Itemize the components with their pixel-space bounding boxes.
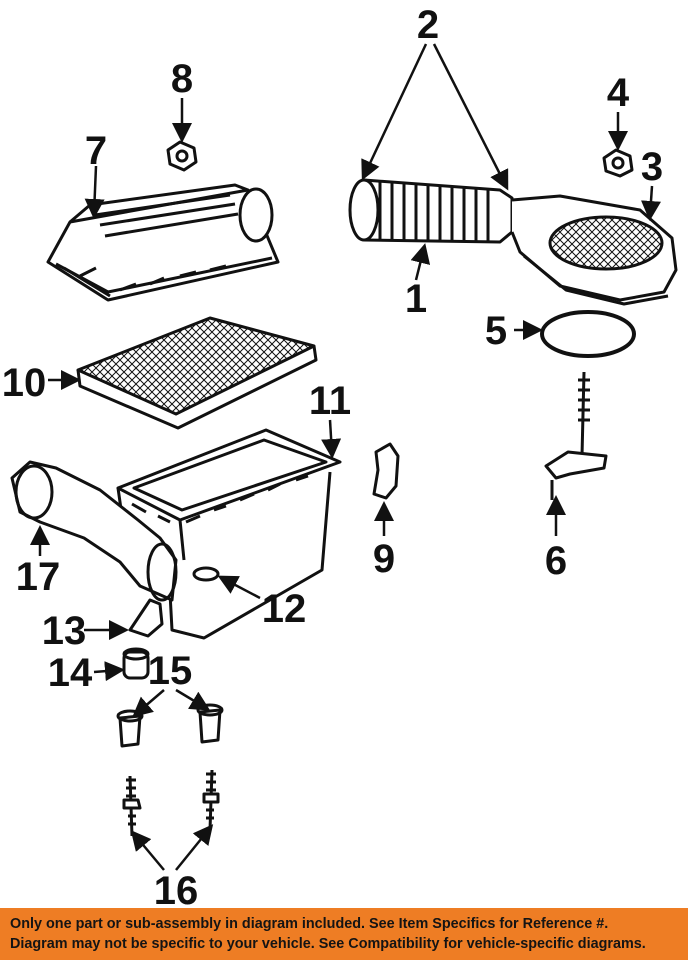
leader-lines — [30, 43, 661, 871]
callout-3: 3 — [641, 145, 663, 189]
callout-12: 12 — [262, 587, 307, 631]
insulator-15-left — [116, 709, 144, 748]
callout-11: 11 — [309, 379, 351, 423]
stud-16-right — [202, 769, 220, 831]
grommet-12 — [192, 566, 220, 582]
stud-16-left — [122, 775, 142, 837]
inlet-duct — [10, 460, 178, 602]
intake-hose — [348, 178, 514, 244]
nut-4 — [602, 148, 634, 178]
resonator-housing — [510, 194, 678, 306]
air-filter — [76, 316, 318, 430]
clip-9 — [372, 442, 400, 500]
insulator-15-right — [196, 703, 224, 744]
callout-8: 8 — [171, 57, 193, 101]
callout-13: 13 — [42, 609, 87, 653]
callout-1: 1 — [405, 277, 427, 321]
callout-15: 15 — [148, 649, 193, 693]
callout-2: 2 — [417, 3, 439, 47]
disclaimer-line-1: Only one part or sub-assembly in diagram… — [10, 916, 609, 932]
parts-diagram: 1 2 3 4 5 6 7 8 9 10 11 12 13 14 15 16 1… — [2, 3, 678, 908]
callout-10: 10 — [2, 361, 47, 405]
disclaimer-line-2: Diagram may not be specific to your vehi… — [10, 936, 646, 952]
callout-16: 16 — [154, 869, 199, 908]
callout-6: 6 — [545, 539, 567, 583]
bracket-6 — [544, 371, 608, 500]
callout-17: 17 — [16, 555, 61, 599]
nut-8 — [166, 140, 198, 172]
callout-14: 14 — [48, 651, 93, 695]
bracket-13 — [128, 598, 164, 638]
insulator-14 — [122, 647, 150, 680]
callout-9: 9 — [373, 537, 395, 581]
callout-5: 5 — [485, 309, 507, 353]
callout-4: 4 — [607, 71, 630, 115]
air-cleaner-cover — [46, 183, 280, 302]
disclaimer-banner: Only one part or sub-assembly in diagram… — [0, 908, 688, 960]
seal-ring — [540, 310, 636, 358]
callout-7: 7 — [85, 129, 107, 173]
